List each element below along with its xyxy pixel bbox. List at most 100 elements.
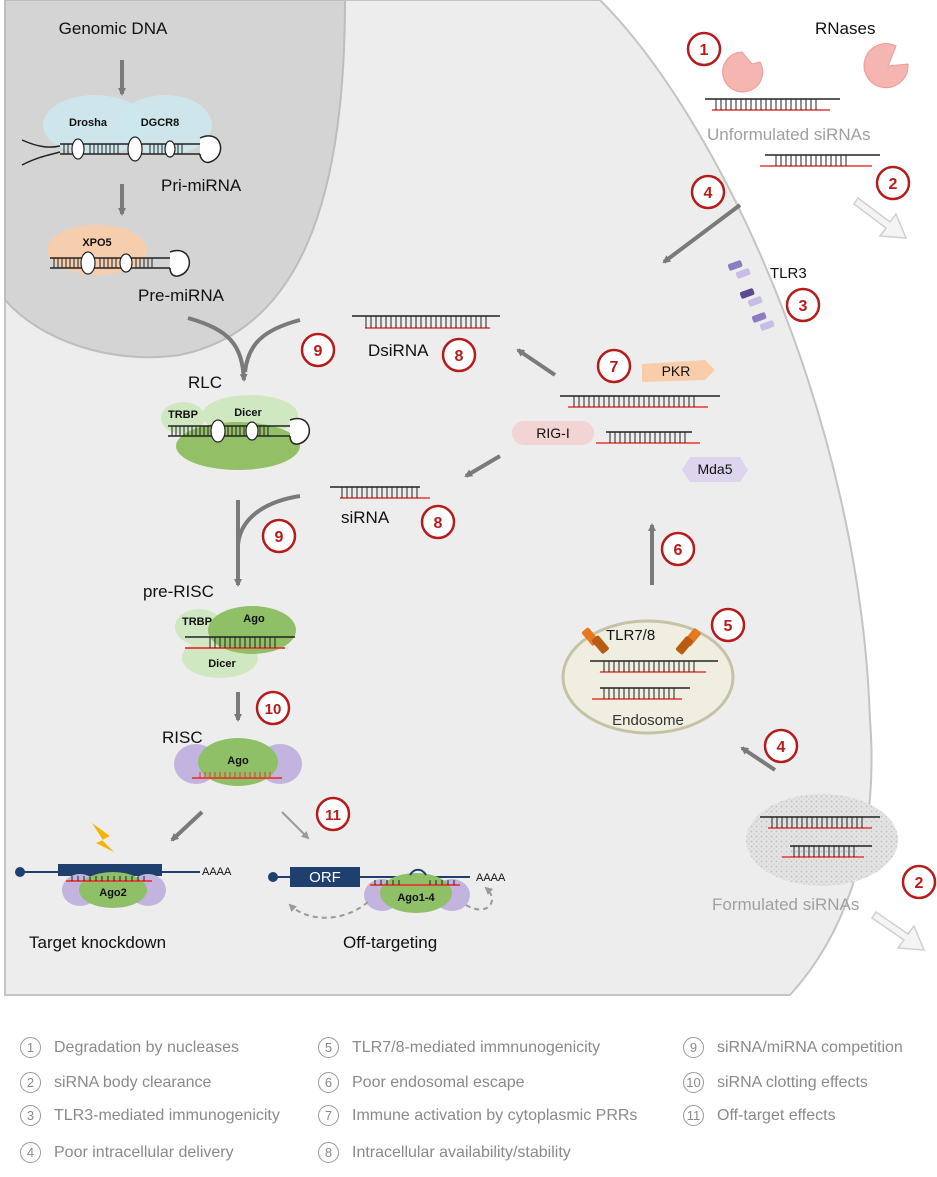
marker-9-top: 9 <box>300 332 336 368</box>
dgcr8-label: DGCR8 <box>141 117 180 129</box>
tlr3-receptor <box>727 260 775 331</box>
risc-ago-label: Ago <box>227 755 249 767</box>
svg-text:8: 8 <box>455 348 464 365</box>
svg-text:1: 1 <box>700 42 709 59</box>
legend-item: 9 siRNA/miRNA competition <box>683 1037 903 1058</box>
marker-4-bottom: 4 <box>763 728 799 764</box>
arrow-prr-to-dsirna <box>516 348 557 377</box>
legend-item: 1 Degradation by nucleases <box>20 1037 239 1058</box>
svg-text:10: 10 <box>265 701 282 718</box>
legend-text: Intracellular availability/stability <box>352 1143 571 1161</box>
clearance-arrow-top <box>852 196 908 239</box>
rig-i-shape <box>512 421 594 445</box>
pkr-label: PKR <box>662 363 691 379</box>
marker-3: 3 <box>785 287 821 323</box>
arrow-sirna-to-prerisc <box>236 494 301 546</box>
legend-number: 9 <box>683 1037 704 1058</box>
endosome-label: Endosome <box>612 712 684 729</box>
legend-item: 5 TLR7/8-mediated immnunogenicity <box>318 1037 600 1058</box>
legend-text: siRNA clotting effects <box>717 1073 868 1091</box>
sirna-pathway-diagram: Genomic DNA Drosha DGCR8 Pri-miRNA XPO5 … <box>4 0 937 996</box>
pre-risc-complex <box>175 606 296 678</box>
knockdown-aaaa-label: AAAA <box>202 866 232 878</box>
pkr-shape <box>642 360 715 382</box>
clearance-arrow-bottom <box>870 910 926 951</box>
svg-text:9: 9 <box>314 343 323 360</box>
xpo5-label: XPO5 <box>82 237 111 249</box>
legend-number: 2 <box>20 1072 41 1093</box>
marker-10: 10 <box>255 690 291 726</box>
marker-7: 7 <box>596 348 632 384</box>
target-knockdown-label: Target knockdown <box>29 933 166 952</box>
risc-complex <box>174 738 302 786</box>
svg-text:2: 2 <box>889 176 898 193</box>
ago1-4-label: Ago1-4 <box>397 892 435 904</box>
prr-sirna <box>596 431 700 444</box>
rnases-label: RNases <box>815 19 875 38</box>
legend-number: 5 <box>318 1037 339 1058</box>
lightning-icon <box>92 823 114 852</box>
svg-text:11: 11 <box>325 807 341 824</box>
target-knockdown-complex <box>15 823 200 908</box>
off-targeting-complex <box>268 867 494 919</box>
pri-mirna-complex <box>21 95 222 166</box>
unformulated-sirna-1 <box>705 98 840 111</box>
svg-text:7: 7 <box>610 359 619 376</box>
rig-i-label: RIG-I <box>536 425 569 441</box>
drosha-label: Drosha <box>69 117 108 129</box>
legend-number: 8 <box>318 1142 339 1163</box>
mda5-label: Mda5 <box>697 461 732 477</box>
risc-label: RISC <box>162 728 203 747</box>
formulated-sirnas-label: Formulated siRNAs <box>712 895 859 914</box>
svg-text:4: 4 <box>777 739 786 756</box>
legend-text: Off-target effects <box>717 1106 836 1124</box>
arrow-risc-to-offtarget <box>281 811 310 840</box>
legend-text: Degradation by nucleases <box>54 1038 240 1056</box>
dsirna-duplex <box>352 315 500 329</box>
legend-text: Immune activation by cytoplasmic PRRs <box>352 1106 638 1124</box>
marker-2-top: 2 <box>875 165 911 201</box>
svg-text:6: 6 <box>674 542 683 559</box>
svg-text:9: 9 <box>275 529 284 546</box>
pacman-icon <box>722 51 764 93</box>
rlc-complex <box>161 395 311 470</box>
arrow-prr-to-sirna <box>464 454 502 478</box>
rlc-trbp-label: TRBP <box>168 409 198 421</box>
pre-risc-label: pre-RISC <box>143 582 214 601</box>
legend-text: TLR3-mediated immunogenicity <box>54 1106 280 1124</box>
sirna-label: siRNA <box>341 508 390 527</box>
marker-9-mid: 9 <box>261 518 297 554</box>
orf-label: ORF <box>309 869 341 886</box>
legend-item: 7 Immune activation by cytoplasmic PRRs <box>318 1105 637 1126</box>
legend-item: 8 Intracellular availability/stability <box>318 1142 571 1163</box>
pre-mirna-label: Pre-miRNA <box>138 286 225 305</box>
tlr3-label: TLR3 <box>770 265 807 282</box>
legend-item: 10 siRNA clotting effects <box>683 1072 868 1093</box>
offtarget-aaaa-label: AAAA <box>476 872 506 884</box>
arrow-pre-to-rlc <box>187 316 248 382</box>
marker-1: 1 <box>686 31 722 67</box>
arrow-risc-to-knockdown <box>170 810 204 842</box>
marker-8-top: 8 <box>441 337 477 373</box>
tlr78-receptor <box>581 627 701 655</box>
marker-2-bottom: 2 <box>901 864 937 900</box>
legend-number: 4 <box>20 1142 41 1163</box>
legend: 1 Degradation by nucleases 2 siRNA body … <box>0 1000 937 1177</box>
dsirna-label: DsiRNA <box>368 341 429 360</box>
legend-text: siRNA/miRNA competition <box>717 1038 903 1056</box>
unformulated-sirnas-label: Unformulated siRNAs <box>707 125 870 144</box>
pri-mirna-label: Pri-miRNA <box>161 176 242 195</box>
legend-number: 11 <box>683 1105 704 1126</box>
legend-item: 2 siRNA body clearance <box>20 1072 211 1093</box>
legend-text: TLR7/8-mediated immnunogenicity <box>352 1038 601 1056</box>
unformulated-sirna-2 <box>760 154 880 167</box>
legend-text: Poor endosomal escape <box>352 1073 525 1091</box>
marker-8-mid: 8 <box>420 504 456 540</box>
prerisc-trbp-label: TRBP <box>182 616 212 628</box>
svg-text:5: 5 <box>724 618 733 635</box>
legend-text: Poor intracellular delivery <box>54 1143 234 1161</box>
ago2-label: Ago2 <box>99 887 127 899</box>
prerisc-dicer-label: Dicer <box>208 658 236 670</box>
pre-mirna-complex <box>47 225 191 277</box>
prerisc-ago-label: Ago <box>243 613 265 625</box>
